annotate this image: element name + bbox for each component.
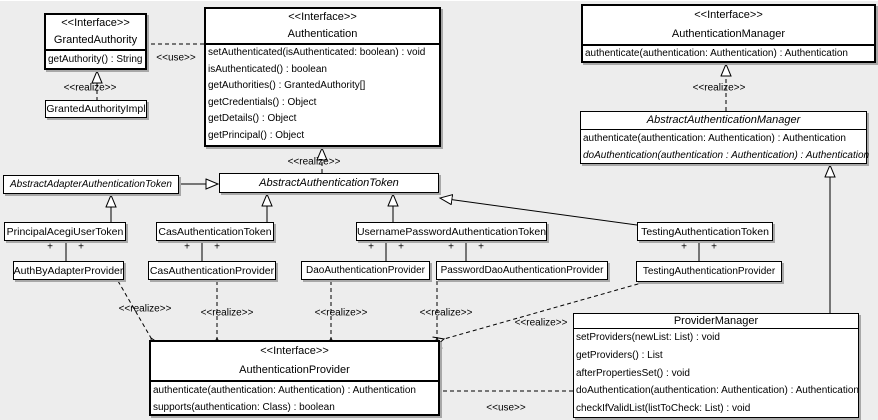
class-authentication[interactable]: <<Interface>> Authentication setAuthenti… xyxy=(204,7,441,147)
realize-label: <<realize>> xyxy=(314,307,368,319)
class-granted-authority[interactable]: <<Interface>> GrantedAuthority getAuthor… xyxy=(44,13,147,70)
realize-label: <<realize>> xyxy=(419,307,473,319)
class-name: UsernamePasswordAuthenticationToken xyxy=(356,225,547,238)
method: afterPropertiesSet() : void xyxy=(576,367,690,379)
class-name: AbstractAuthenticationManager xyxy=(646,114,801,126)
class-name: ProviderManager xyxy=(673,315,759,327)
realize-label: <<realize>> xyxy=(514,317,568,329)
class-authentication-provider[interactable]: <<Interface>> AuthenticationProvider aut… xyxy=(149,340,440,416)
method: getProviders() : List xyxy=(576,349,663,361)
class-name: GrantedAuthorityImpl xyxy=(46,103,146,115)
class-name: AbstractAuthenticationToken xyxy=(259,177,399,189)
class-testing-authentication-token[interactable]: TestingAuthenticationToken xyxy=(637,222,773,241)
class-name: DaoAuthenticationProvider xyxy=(306,265,425,276)
class-principal-acegi-user-token[interactable]: PrincipalAcegiUserToken xyxy=(4,222,126,241)
method: getCredentials() : Object xyxy=(208,96,317,108)
class-cas-authentication-provider[interactable]: CasAuthenticationProvider xyxy=(148,261,276,280)
method: authenticate(authentication: Authenticat… xyxy=(585,48,848,59)
association-end-plus: + xyxy=(47,241,53,253)
stereotype: <<Interface>> xyxy=(61,17,130,29)
class-abstract-adapter-authentication-token[interactable]: AbstractAdapterAuthenticationToken xyxy=(3,175,179,194)
class-header: ProviderManager xyxy=(574,314,858,329)
class-provider-manager[interactable]: ProviderManager setProviders(newList: Li… xyxy=(573,313,859,418)
class-password-dao-authentication-provider[interactable]: PasswordDaoAuthenticationProvider xyxy=(436,261,608,280)
class-authentication-manager[interactable]: <<Interface>> AuthenticationManager auth… xyxy=(581,4,876,63)
class-name: CasAuthenticationProvider xyxy=(149,264,275,277)
method: doAuthentication(authentication : Authen… xyxy=(583,150,870,161)
class-name: TestingAuthenticationProvider xyxy=(642,266,776,277)
association-end-plus: + xyxy=(711,241,717,253)
class-name: GrantedAuthority xyxy=(53,34,138,46)
method: checkIfValidList(listToCheck: List) : vo… xyxy=(576,403,751,415)
method: setAuthenticated(isAuthenticated: boolea… xyxy=(208,47,426,58)
method: getDetails() : Object xyxy=(208,113,297,125)
realize-label: <<realize>> xyxy=(200,307,254,319)
realize-label: <<realize>> xyxy=(692,82,746,94)
class-name: TestingAuthenticationToken xyxy=(641,225,769,238)
class-granted-authority-impl[interactable]: GrantedAuthorityImpl xyxy=(45,100,147,118)
class-testing-authentication-provider[interactable]: TestingAuthenticationProvider xyxy=(636,261,782,282)
stereotype: <<Interface>> xyxy=(288,11,357,23)
association-end-plus: + xyxy=(478,241,484,253)
class-header: <<Interface>> Authentication xyxy=(206,9,439,45)
method: getPrincipal() : Object xyxy=(208,129,305,141)
class-abstract-authentication-manager[interactable]: AbstractAuthenticationManager authentica… xyxy=(580,111,870,164)
edge-realize-authbyadapterprovider xyxy=(117,280,161,350)
class-username-password-authentication-token[interactable]: UsernamePasswordAuthenticationToken xyxy=(356,222,547,241)
association-end-plus: + xyxy=(78,241,84,253)
realize-label: <<realize>> xyxy=(63,82,117,94)
class-name: CasAuthenticationToken xyxy=(158,225,272,238)
class-abstract-authentication-token[interactable]: AbstractAuthenticationToken xyxy=(219,173,439,193)
method: getAuthority() : String xyxy=(48,54,143,65)
class-header: <<Interface>> AuthenticationProvider xyxy=(151,342,438,382)
edge-gen-testingauthenticationtoken xyxy=(440,198,638,226)
class-cas-authentication-token[interactable]: CasAuthenticationToken xyxy=(156,222,274,241)
method: authenticate(authentication: Authenticat… xyxy=(583,133,846,144)
association-end-plus: + xyxy=(448,241,454,253)
stereotype: <<Interface>> xyxy=(694,9,763,21)
class-name: AuthenticationProvider xyxy=(239,364,350,376)
method: getAuthorities() : GrantedAuthority[] xyxy=(208,80,366,92)
class-name: PasswordDaoAuthenticationProvider xyxy=(440,265,604,276)
method: setProviders(newList: List) : void xyxy=(576,332,720,343)
association-end-plus: + xyxy=(398,241,404,253)
class-header: <<Interface>> GrantedAuthority xyxy=(46,15,145,51)
method: isAuthenticated() : boolean xyxy=(208,63,327,75)
class-header: AbstractAuthenticationManager xyxy=(581,112,866,130)
method: doAuthentication(authentication: Authent… xyxy=(576,385,859,397)
association-end-plus: + xyxy=(214,241,220,253)
class-header: <<Interface>> AuthenticationManager xyxy=(583,6,874,46)
class-name: AuthenticationManager xyxy=(671,28,786,40)
class-name: AbstractAdapterAuthenticationToken xyxy=(10,179,172,190)
class-name: Authentication xyxy=(287,28,358,40)
use-label: <<use>> xyxy=(156,52,196,64)
class-dao-authentication-provider[interactable]: DaoAuthenticationProvider xyxy=(301,261,430,280)
class-auth-by-adapter-provider[interactable]: AuthByAdapterProvider xyxy=(13,261,124,280)
class-name: AuthByAdapterProvider xyxy=(13,264,124,277)
stereotype: <<Interface>> xyxy=(260,345,329,357)
realize-label: <<realize>> xyxy=(118,303,172,315)
class-name: PrincipalAcegiUserToken xyxy=(6,225,124,238)
association-end-plus: + xyxy=(681,241,687,253)
method: supports(authentication: Class) : boolea… xyxy=(153,402,335,413)
association-end-plus: + xyxy=(368,241,374,253)
use-label: <<use>> xyxy=(486,402,526,414)
realize-label: <<realize>> xyxy=(287,156,341,168)
method: authenticate(authentication: Authenticat… xyxy=(153,385,416,396)
association-end-plus: + xyxy=(184,241,190,253)
